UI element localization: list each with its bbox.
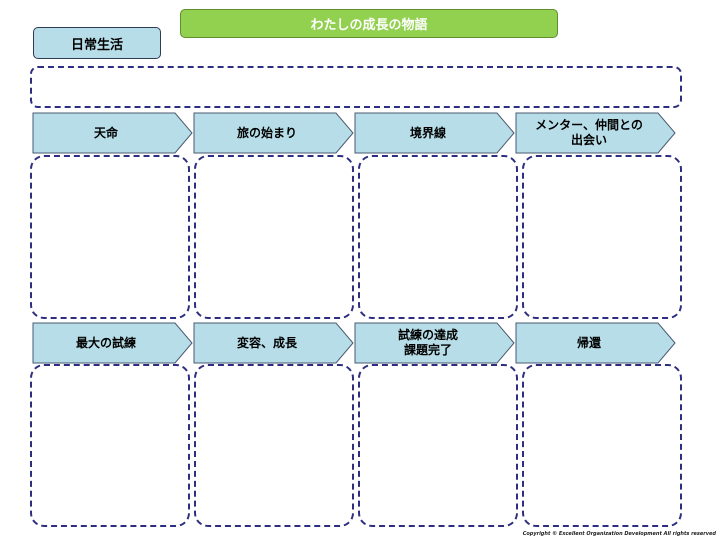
stage-label: 試練の達成 課題完了 [397, 328, 458, 357]
stage-label: 境界線 [409, 125, 446, 140]
daily-life-input-box[interactable] [30, 66, 682, 108]
stage-label: 変容、成長 [236, 335, 297, 350]
transformation-input-box[interactable] [194, 364, 354, 527]
stage-arrow-trial-achieved: 試練の達成 課題完了 [354, 322, 516, 364]
calling-input-box[interactable] [30, 155, 190, 319]
stage-label: 帰還 [576, 335, 601, 350]
story-title: わたしの成長の物語 [180, 9, 558, 38]
stage-label: 旅の始まり [236, 125, 297, 140]
arrow-shape [193, 112, 354, 154]
arrow-shape [32, 322, 193, 364]
stage-arrow-mentor: メンター、仲間との 出会い [515, 112, 677, 154]
daily-life-label: 日常生活 [33, 27, 161, 59]
journey-start-input-box[interactable] [194, 155, 354, 319]
stage-arrow-journey-start: 旅の始まり [193, 112, 355, 154]
stage-arrow-return: 帰還 [515, 322, 677, 364]
stage-arrow-greatest-trial: 最大の試練 [32, 322, 194, 364]
stage-arrow-calling: 天命 [32, 112, 194, 154]
arrow-shape [32, 112, 193, 154]
arrow-shape [354, 112, 515, 154]
arrow-shape [193, 322, 354, 364]
copyright-notice: Copyright © Excellent Organization Devel… [522, 531, 716, 537]
stage-arrow-threshold: 境界線 [354, 112, 516, 154]
arrow-shape [354, 322, 515, 364]
return-input-box[interactable] [522, 364, 682, 527]
stage-label: 天命 [93, 125, 118, 140]
stage-arrow-transformation: 変容、成長 [193, 322, 355, 364]
stage-label: メンター、仲間との 出会い [535, 118, 643, 147]
arrow-shape [515, 112, 676, 154]
mentor-input-box[interactable] [522, 155, 682, 319]
trial-achieved-input-box[interactable] [358, 364, 518, 527]
stage-label: 最大の試練 [75, 335, 136, 350]
greatest-trial-input-box[interactable] [30, 364, 190, 527]
arrow-shape [515, 322, 676, 364]
threshold-input-box[interactable] [358, 155, 518, 319]
